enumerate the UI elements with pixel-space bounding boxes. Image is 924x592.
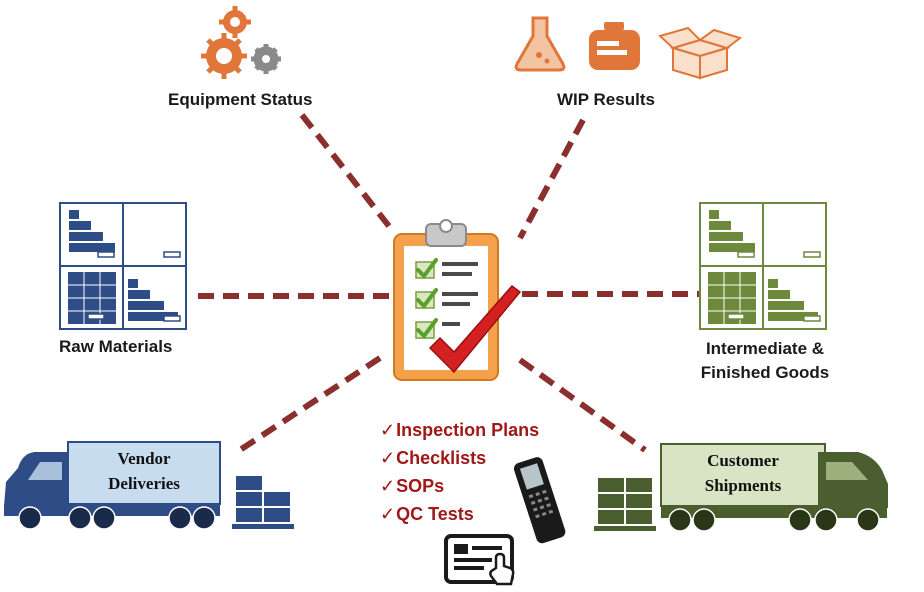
customer-label-line2: Shipments bbox=[704, 476, 782, 495]
pallet-icon bbox=[594, 478, 656, 531]
customer-label-line1: Customer bbox=[707, 451, 779, 470]
plan-item-label: QC Tests bbox=[396, 504, 474, 524]
plan-item: ✓Inspection Plans bbox=[380, 416, 539, 444]
line-customer bbox=[518, 357, 647, 453]
flask-icon bbox=[514, 16, 566, 72]
plan-item: ✓Checklists bbox=[380, 444, 539, 472]
check-icon: ✓ bbox=[380, 504, 396, 524]
connector-lines bbox=[198, 113, 700, 453]
intermediate-label-line1: Intermediate & bbox=[705, 339, 825, 358]
gears-icon bbox=[201, 6, 281, 79]
vendor-label-line1: Vendor bbox=[117, 449, 171, 468]
inspection-plans-list: ✓Inspection Plans ✓Checklists ✓SOPs ✓QC … bbox=[380, 416, 539, 528]
plan-item-label: Inspection Plans bbox=[396, 420, 540, 440]
pallet-icon bbox=[232, 476, 294, 529]
customer-shipments-label: Customer Shipments bbox=[661, 448, 825, 498]
equipment-status-label: Equipment Status bbox=[168, 90, 313, 109]
wip-results-label: WIP Results bbox=[557, 90, 655, 109]
plan-item-label: Checklists bbox=[396, 448, 487, 468]
tablet-touch-icon bbox=[444, 534, 515, 586]
finished-goods-storage-icon bbox=[699, 202, 827, 330]
weight-icon bbox=[589, 22, 640, 70]
vendor-label-line2: Deliveries bbox=[108, 474, 180, 493]
green-truck-icon bbox=[660, 443, 888, 532]
clipboard-checklist-icon bbox=[393, 219, 522, 381]
intermediate-finished-goods-label: Intermediate & Finished Goods bbox=[690, 337, 840, 385]
plan-item-label: SOPs bbox=[396, 476, 445, 496]
check-icon: ✓ bbox=[380, 448, 396, 468]
vendor-deliveries-label: Vendor Deliveries bbox=[68, 446, 220, 496]
check-icon: ✓ bbox=[380, 476, 396, 496]
barcode-scanner-icon bbox=[513, 457, 566, 544]
plan-item: ✓SOPs bbox=[380, 472, 539, 500]
raw-materials-storage-icon bbox=[59, 202, 187, 330]
check-icon: ✓ bbox=[380, 420, 396, 440]
line-vendor bbox=[238, 355, 382, 453]
plan-item: ✓QC Tests bbox=[380, 500, 539, 528]
raw-materials-label: Raw Materials bbox=[59, 337, 173, 356]
open-box-icon bbox=[658, 26, 743, 80]
blue-truck-icon bbox=[4, 441, 221, 530]
intermediate-label-line2: Finished Goods bbox=[700, 363, 830, 382]
line-equipment bbox=[299, 113, 395, 232]
line-wip bbox=[517, 118, 586, 240]
